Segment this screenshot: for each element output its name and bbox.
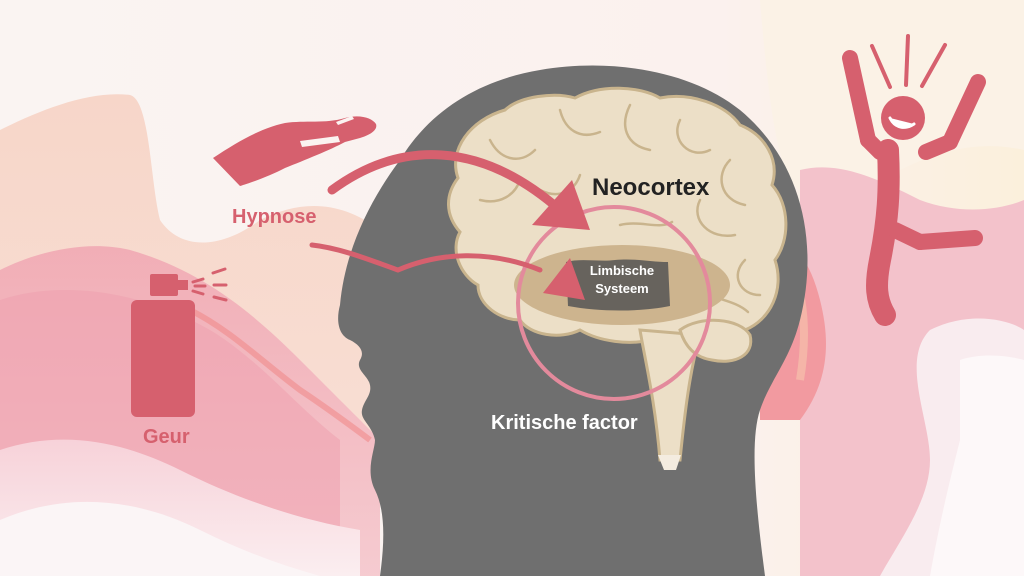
excited-person-icon xyxy=(842,34,986,326)
spray-bottle-icon xyxy=(131,267,228,417)
critical-factor-circle xyxy=(516,205,712,401)
hypnose-label: Hypnose xyxy=(232,206,317,228)
limbic-system-label: Limbische Systeem xyxy=(572,262,672,298)
brain-illustration xyxy=(447,86,788,470)
limbic-label-line2: Systeem xyxy=(595,281,649,296)
geur-label: Geur xyxy=(143,426,190,448)
arrows xyxy=(309,150,590,300)
critical-factor-label: Kritische factor xyxy=(491,412,638,434)
neocortex-label: Neocortex xyxy=(592,174,710,201)
open-hand-icon xyxy=(213,116,377,186)
limbic-label-line1: Limbische xyxy=(589,263,655,278)
